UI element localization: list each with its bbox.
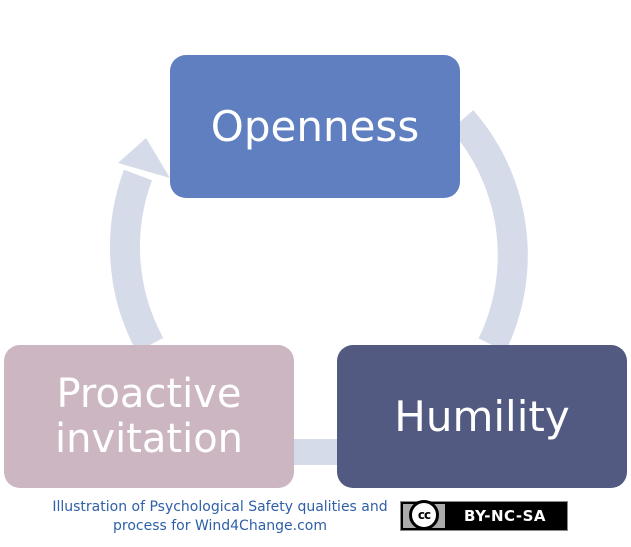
creative-commons-icon: cc [409,500,439,530]
license-badge[interactable]: cc BY-NC-SA [400,500,568,531]
node-openness-label: Openness [210,101,420,151]
caption-line2: process for Wind4Change.com [113,518,327,534]
node-proactive-label-line2: invitation [54,415,244,462]
license-badge-inner: cc BY-NC-SA [403,500,565,530]
node-humility-label: Humility [394,391,570,441]
cycle-arrowhead [118,138,170,178]
node-humility: Humility [337,345,627,488]
node-proactive-label-line1: Proactive [56,370,242,417]
caption-line1: Illustration of Psychological Safety qua… [52,499,388,515]
cycle-arc-openness-to-humility [450,110,528,352]
node-proactive-invitation: Proactive invitation [4,345,294,488]
attribution-caption: Illustration of Psychological Safety qua… [40,498,400,536]
license-label: BY-NC-SA [445,504,565,528]
cycle-arc-proactive-to-openness [110,169,164,353]
node-openness: Openness [170,55,460,198]
